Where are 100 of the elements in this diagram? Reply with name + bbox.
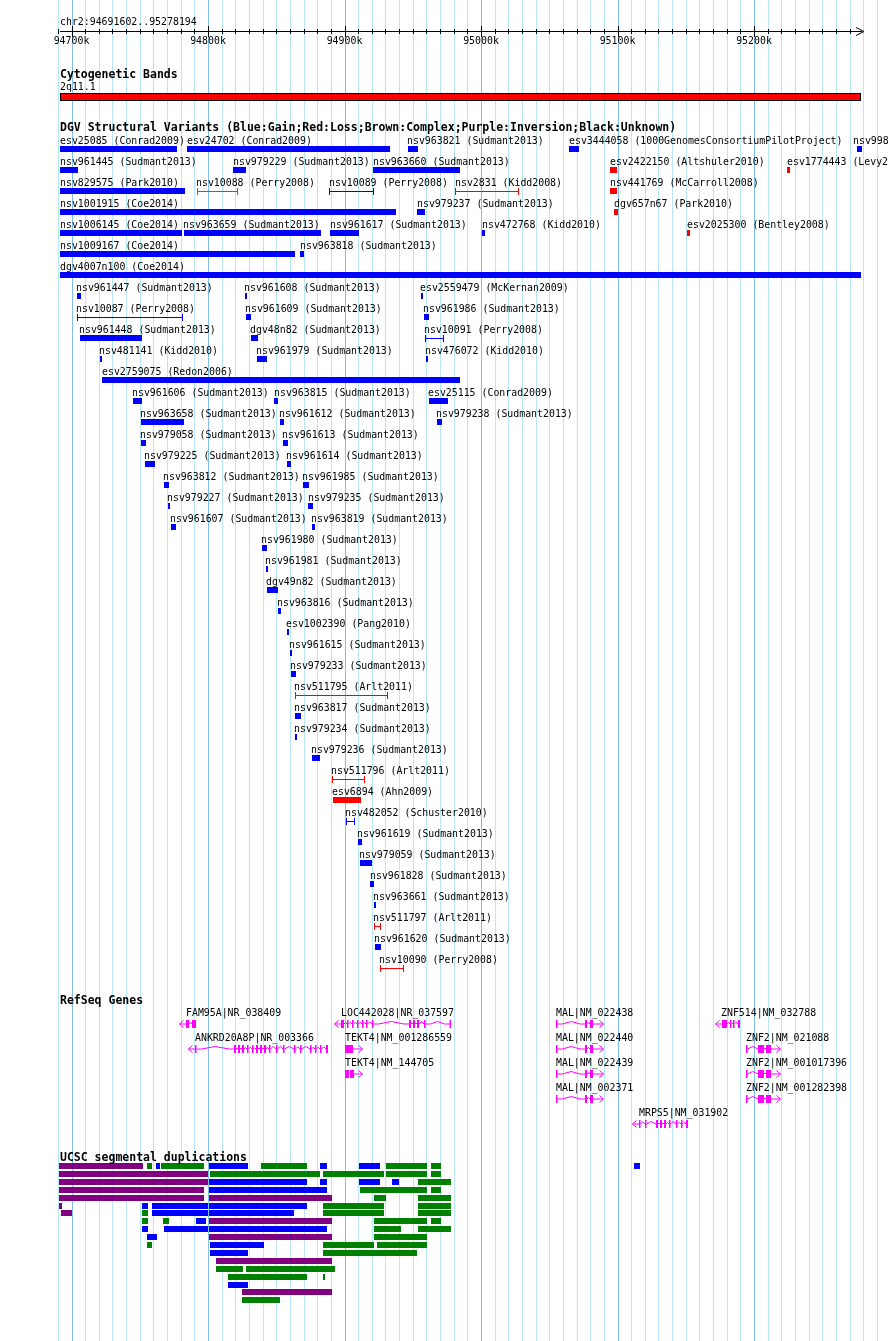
variant-label: nsv961614 (Sudmant2013) <box>286 449 423 461</box>
axis-tick-label: 95100k <box>599 34 636 46</box>
variant-label: nsv961447 (Sudmant2013) <box>76 281 213 293</box>
gene-label: ZNF2|NM_021088 <box>746 1031 830 1043</box>
variant-label: dgv49n82 (Sudmant2013) <box>266 575 397 587</box>
variant-label: nsv963812 (Sudmant2013) <box>163 470 300 482</box>
variant-label: nsv979236 (Sudmant2013) <box>311 743 448 755</box>
variant-label: nsv961980 (Sudmant2013) <box>261 533 398 545</box>
locus-label: chr2:94691602..95278194 <box>60 15 197 27</box>
variant-label: nsv961828 (Sudmant2013) <box>370 869 507 881</box>
variant-label: nsv979233 (Sudmant2013) <box>290 659 427 671</box>
variant-label: nsv963817 (Sudmant2013) <box>294 701 431 713</box>
variant-label: esv3444058 (1000GenomesConsortiumPilotProject) <box>569 134 843 146</box>
variant-label: nsv961448 (Sudmant2013) <box>79 323 216 335</box>
variant-label: nsv476072 (Kidd2010) <box>425 344 544 356</box>
gene-label: MAL|NM_022439 <box>556 1056 634 1068</box>
variant-label: nsv963819 (Sudmant2013) <box>311 512 448 524</box>
variant-label: esv1774443 (Levy2 <box>787 155 889 167</box>
variant-label: nsv963815 (Sudmant2013) <box>274 386 411 398</box>
track-header: Cytogenetic Bands <box>60 67 178 81</box>
variant-label: nsv961445 (Sudmant2013) <box>60 155 197 167</box>
variant-label: nsv979237 (Sudmant2013) <box>417 197 554 209</box>
variant-label: nsv963659 (Sudmant2013) <box>183 218 320 230</box>
variant-label: nsv961607 (Sudmant2013) <box>170 512 307 524</box>
axis-tick-label: 95000k <box>463 34 499 46</box>
variant-label: esv2559479 (McKernan2009) <box>420 281 569 293</box>
variant-label: nsv10089 (Perry2008) <box>329 176 448 188</box>
variant-label: nsv441769 (McCarroll2008) <box>610 176 759 188</box>
variant-label: nsv961615 (Sudmant2013) <box>289 638 426 650</box>
variant-label: esv25115 (Conrad2009) <box>428 386 553 398</box>
variant-label: nsv961613 (Sudmant2013) <box>282 428 419 440</box>
variant-label: nsv963661 (Sudmant2013) <box>373 890 510 902</box>
variant-label: nsv979229 (Sudmant2013) <box>233 155 370 167</box>
gene-label: MRPS5|NM_031902 <box>639 1106 729 1118</box>
variant-label: nsv963816 (Sudmant2013) <box>277 596 414 608</box>
variant-label: nsv1001915 (Coe2014) <box>60 197 179 209</box>
variant-label: nsv961986 (Sudmant2013) <box>423 302 560 314</box>
gene-label: ZNF514|NM_032788 <box>721 1006 817 1018</box>
gene-label: ZNF2|NM_001282398 <box>746 1081 848 1093</box>
variant-label: nsv511796 (Arlt2011) <box>331 764 450 776</box>
variant-label: nsv979059 (Sudmant2013) <box>359 848 496 860</box>
variant-label: nsv998 <box>853 134 889 146</box>
variant-label: esv2422150 (Altshuler2010) <box>610 155 765 167</box>
variant-label: nsv961985 (Sudmant2013) <box>302 470 439 482</box>
track-header: UCSC segmental duplications <box>60 1150 247 1164</box>
variant-label: nsv963821 (Sudmant2013) <box>407 134 544 146</box>
variant-label: nsv10090 (Perry2008) <box>379 953 498 965</box>
gene-label: FAM95A|NR_038409 <box>186 1006 282 1018</box>
variant-label: nsv963818 (Sudmant2013) <box>300 239 437 251</box>
axis-tick-label: 94700k <box>53 34 90 46</box>
variant-label: nsv963660 (Sudmant2013) <box>373 155 510 167</box>
variant-label: esv24702 (Conrad2009) <box>187 134 312 146</box>
axis-tick-label: 95200k <box>736 34 772 46</box>
variant-label: nsv511797 (Arlt2011) <box>373 911 492 923</box>
variant-label: nsv829575 (Park2010) <box>60 176 179 188</box>
variant-label: dgv657n67 (Park2010) <box>614 197 733 209</box>
variant-label: nsv961612 (Sudmant2013) <box>279 407 416 419</box>
variant-label: nsv511795 (Arlt2011) <box>294 680 413 692</box>
variant-label: nsv961609 (Sudmant2013) <box>245 302 382 314</box>
variant-label: nsv10087 (Perry2008) <box>76 302 195 314</box>
variant-label: nsv961608 (Sudmant2013) <box>244 281 381 293</box>
track-header: RefSeq Genes <box>60 993 144 1007</box>
variant-label: nsv10091 (Perry2008) <box>424 323 543 335</box>
gene-label: TEKT4|NM_001286559 <box>345 1031 452 1043</box>
variant-label: nsv961606 (Sudmant2013) <box>132 386 269 398</box>
variant-label: esv2025300 (Bentley2008) <box>687 218 830 230</box>
gene-label: ANKRD20A8P|NR_003366 <box>195 1031 314 1043</box>
variant-label: esv25085 (Conrad2009) <box>60 134 185 146</box>
variant-label: nsv1009167 (Coe2014) <box>60 239 179 251</box>
axis-tick-label: 94800k <box>190 34 226 46</box>
band-label: 2q11.1 <box>60 80 96 92</box>
gene-label: MAL|NM_022440 <box>556 1031 634 1043</box>
variant-label: nsv1006145 (Coe2014) <box>60 218 179 230</box>
gene-label: MAL|NM_002371 <box>556 1081 634 1093</box>
variant-label: dgv48n82 (Sudmant2013) <box>250 323 381 335</box>
variant-label: nsv472768 (Kidd2010) <box>482 218 601 230</box>
variant-label: esv2759075 (Redon2006) <box>102 365 233 377</box>
variant-label: nsv10088 (Perry2008) <box>196 176 315 188</box>
variant-label: nsv961617 (Sudmant2013) <box>330 218 467 230</box>
variant-label: nsv979238 (Sudmant2013) <box>436 407 573 419</box>
gene-label: MAL|NM_022438 <box>556 1006 634 1018</box>
gene-label: ZNF2|NM_001017396 <box>746 1056 848 1068</box>
variant-label: nsv961979 (Sudmant2013) <box>256 344 393 356</box>
variant-label: nsv979058 (Sudmant2013) <box>140 428 277 440</box>
variant-label: nsv961620 (Sudmant2013) <box>374 932 511 944</box>
variant-label: nsv961981 (Sudmant2013) <box>265 554 402 566</box>
variant-label: nsv2831 (Kidd2008) <box>455 176 562 188</box>
variant-label: nsv979225 (Sudmant2013) <box>144 449 281 461</box>
gene-label: LOC442028|NR_037597 <box>341 1006 454 1018</box>
variant-label: nsv963658 (Sudmant2013) <box>140 407 277 419</box>
track-header: DGV Structural Variants (Blue:Gain;Red:Loss;Brown:Complex;Purple:Inversion;Black:Unknown) <box>60 120 677 134</box>
variant-label: nsv979227 (Sudmant2013) <box>167 491 304 503</box>
variant-label: esv1002390 (Pang2010) <box>286 617 411 629</box>
axis-tick-label: 94900k <box>326 34 363 46</box>
variant-label: nsv482052 (Schuster2010) <box>345 806 488 818</box>
variant-label: nsv961619 (Sudmant2013) <box>357 827 494 839</box>
variant-label: nsv979234 (Sudmant2013) <box>294 722 431 734</box>
variant-label: nsv979235 (Sudmant2013) <box>308 491 445 503</box>
variant-label: esv6894 (Ahn2009) <box>332 785 434 797</box>
variant-label: nsv481141 (Kidd2010) <box>99 344 218 356</box>
